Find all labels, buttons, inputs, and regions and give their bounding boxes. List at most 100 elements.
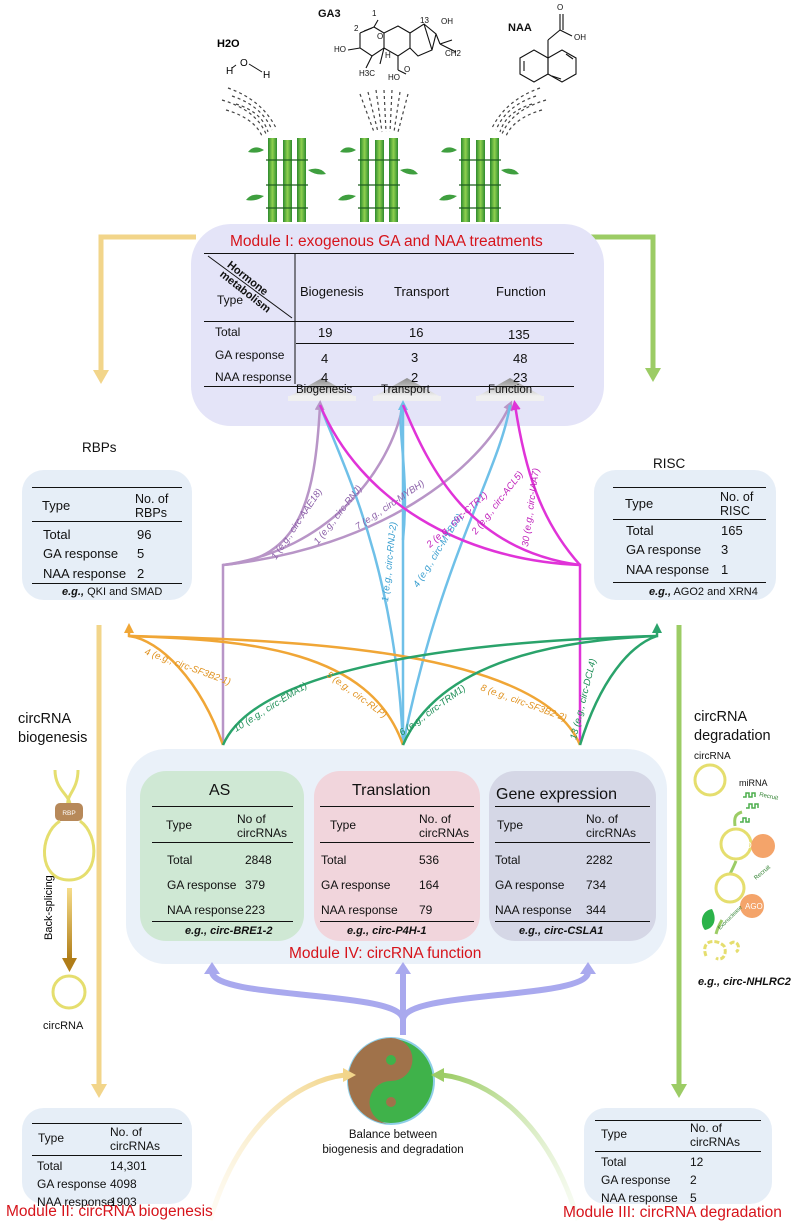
module2-naa-value: 1903 <box>110 1195 137 1209</box>
translation-col-type: Type <box>330 818 357 832</box>
rbps-bottom-rule <box>32 583 182 584</box>
module1-naa-function: 23 <box>513 370 528 385</box>
bamboo-middle <box>338 138 418 222</box>
svg-text:H3C: H3C <box>359 69 375 78</box>
as-top-rule <box>152 806 293 807</box>
curve-teal-a <box>221 623 662 746</box>
module2-col-count: No. of circRNAs <box>110 1125 160 1153</box>
degradation-cartoon: AGO AGO Recruit Recruit Exonuclease <box>693 763 779 961</box>
module1-tab-transport: Transport <box>381 384 430 396</box>
module2-top-rule <box>32 1123 182 1124</box>
label-trm1: 6 (e.g., circ-TRM1) <box>397 683 468 738</box>
module1-title: Module I: exogenous GA and NAA treatment… <box>230 233 543 250</box>
translation-col-count: No. of circRNAs <box>419 812 469 840</box>
risc-title: RISC <box>653 456 686 471</box>
module3-naa-label: NAA response <box>601 1191 678 1205</box>
svg-text:O: O <box>377 32 383 41</box>
curve-blue-a <box>318 404 405 746</box>
module1-col-function: Function <box>496 284 546 299</box>
module1-header-rule <box>204 321 574 322</box>
translation-naa-value: 79 <box>419 903 433 917</box>
risc-example: e.g., AGO2 and XRN4 <box>649 586 758 598</box>
as-total-value: 2848 <box>245 853 272 867</box>
rbps-top-rule <box>32 487 182 488</box>
naa-spray <box>491 87 547 137</box>
module3-col-type: Type <box>601 1127 628 1141</box>
module1-total-function: 135 <box>508 327 530 342</box>
degradation-circrna-label: circRNA <box>694 751 731 762</box>
rbp-arrow <box>98 234 196 372</box>
bamboo-right <box>439 138 519 222</box>
risc-col-type: Type <box>625 496 654 511</box>
label-dcl4: 13 (e.g., circ-DCL4) <box>568 658 599 741</box>
module3-panel <box>584 1108 772 1204</box>
svg-text:13: 13 <box>420 16 429 25</box>
svg-text:Recruit: Recruit <box>759 792 779 802</box>
water-spray <box>221 87 277 137</box>
biogenesis-cartoon: RBP Back-splicing <box>42 769 96 1010</box>
risc-naa-label: NAA response <box>626 562 710 577</box>
as-total-label: Total <box>167 853 193 867</box>
module1-ga-transport: 3 <box>411 350 419 365</box>
svg-text:H: H <box>385 51 391 60</box>
svg-text:H: H <box>226 66 233 77</box>
risc-ga-value: 3 <box>721 542 729 557</box>
svg-text:AGO: AGO <box>745 902 763 911</box>
gene-bottom-rule <box>495 921 650 922</box>
module1-corner-diagonal <box>207 255 293 319</box>
module3-top-rule <box>595 1120 761 1121</box>
rbps-col-type: Type <box>42 498 71 513</box>
svg-text:AGO: AGO <box>734 841 752 850</box>
gene-ga-label: GA response <box>495 878 565 892</box>
as-example: e.g., circ-BRE1-2 <box>185 925 273 937</box>
module1-top-rule <box>204 253 574 254</box>
module2-naa-label: NAA response <box>37 1195 114 1209</box>
risc-total-value: 165 <box>721 523 743 538</box>
gene-header-rule <box>495 842 650 843</box>
svg-text:Exonuclease: Exonuclease <box>717 905 744 932</box>
translation-ga-label: GA response <box>321 878 391 892</box>
rbps-total-label: Total <box>43 527 71 542</box>
module1-total-transport: 16 <box>409 325 424 340</box>
rbps-naa-value: 2 <box>137 566 145 581</box>
module1-tab-function: Function <box>488 384 533 396</box>
as-col-type: Type <box>166 818 193 832</box>
svg-text:OH: OH <box>574 33 586 42</box>
translation-ga-value: 164 <box>419 878 440 892</box>
svg-text:RBP: RBP <box>62 810 75 817</box>
ga3-label: GA3 <box>318 8 341 20</box>
module3-total-label: Total <box>601 1155 627 1169</box>
module1-vertical-rule <box>294 254 296 384</box>
water-molecule: H2O O H H <box>217 38 270 81</box>
rbps-title: RBPs <box>82 440 117 455</box>
module2-ga-label: GA response <box>37 1177 107 1191</box>
curve-magenta-right <box>510 400 581 566</box>
as-naa-value: 223 <box>245 903 266 917</box>
translation-example: e.g., circ-P4H-1 <box>347 925 427 937</box>
risc-bottom-rule <box>613 582 766 583</box>
svg-text:2: 2 <box>354 24 359 33</box>
svg-text:HO: HO <box>334 45 346 54</box>
curve-purple-left <box>221 400 325 745</box>
module1-corner-type: Type <box>217 293 244 307</box>
curve-magenta-mid <box>401 404 581 567</box>
bamboo-left <box>246 138 326 222</box>
curve-orange-c <box>128 634 582 746</box>
module3-header-rule <box>595 1151 761 1152</box>
svg-text:O: O <box>557 3 563 12</box>
risc-header-rule <box>613 519 766 520</box>
curve-orange-a <box>124 623 225 746</box>
module2-header-rule <box>32 1155 182 1156</box>
module2-panel <box>22 1108 192 1204</box>
label-sf3b2-2: 8 (e.g., circ-SF3B2-2) <box>479 682 568 723</box>
as-ga-value: 379 <box>245 878 266 892</box>
upper-curves <box>221 400 582 746</box>
risc-naa-value: 1 <box>721 562 729 577</box>
module1-ga-function: 48 <box>513 351 528 366</box>
risc-panel <box>594 470 776 600</box>
module1-naa-transport: 2 <box>411 370 419 385</box>
module1-row-naa: NAA response <box>215 370 292 384</box>
